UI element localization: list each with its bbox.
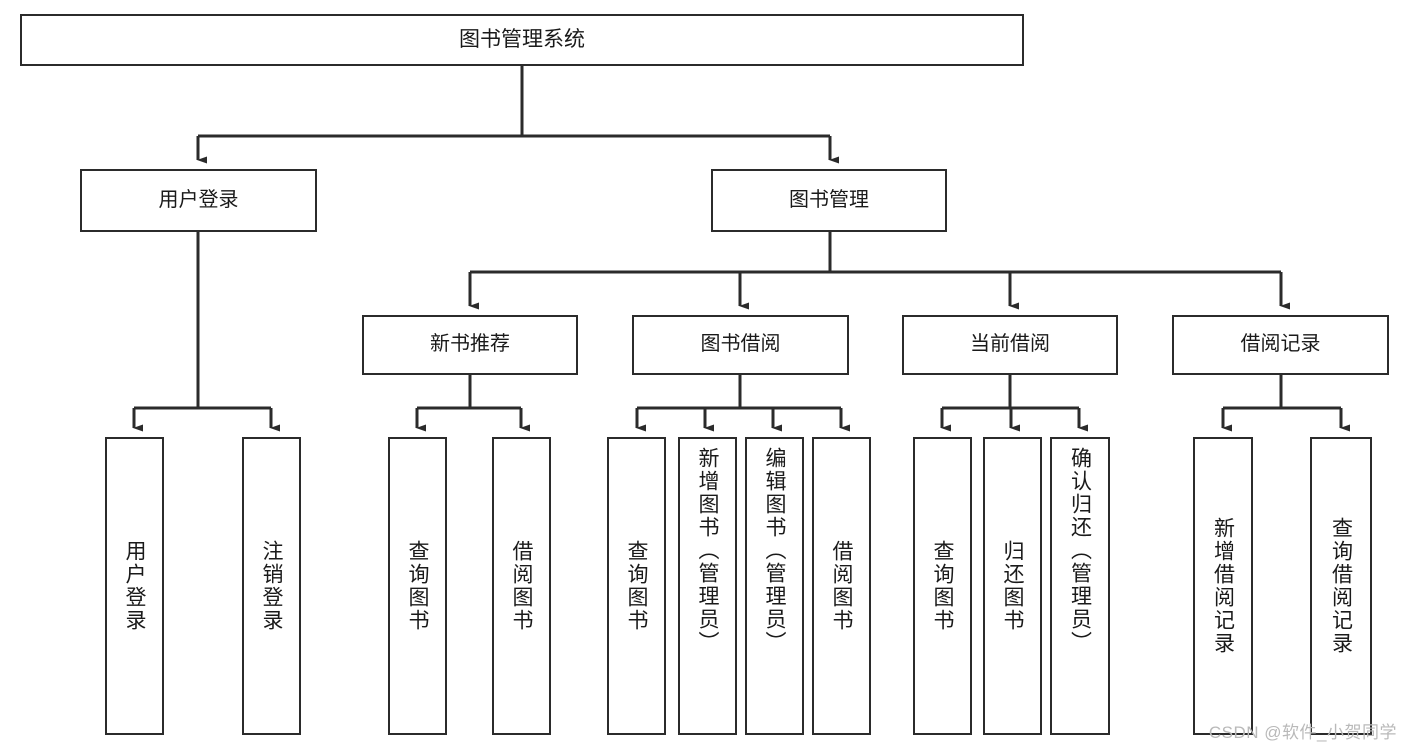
leaf-label-book-borrow-2: 编辑图书（管理员）: [763, 447, 786, 654]
leaf-label-user-login-0: 用户登录: [123, 540, 146, 632]
leaf-current-borrow-0[interactable]: 查询图书: [913, 437, 972, 735]
leaf-current-borrow-2[interactable]: 确认归还（管理员）: [1050, 437, 1110, 735]
node-book-manage[interactable]: 图书管理: [711, 169, 947, 232]
node-current-borrow[interactable]: 当前借阅: [902, 315, 1118, 375]
leaf-label-current-borrow-1: 归还图书: [1001, 540, 1024, 632]
node-user-login[interactable]: 用户登录: [80, 169, 317, 232]
node-label-book-borrow: 图书借阅: [700, 333, 781, 356]
leaf-label-book-borrow-0: 查询图书: [625, 540, 648, 632]
leaf-book-borrow-3[interactable]: 借阅图书: [812, 437, 871, 735]
node-new-book-recommend[interactable]: 新书推荐: [362, 315, 578, 375]
leaf-user-login-1[interactable]: 注销登录: [242, 437, 301, 735]
leaf-book-borrow-1[interactable]: 新增图书（管理员）: [678, 437, 737, 735]
leaf-label-new-book-1: 借阅图书: [510, 540, 533, 632]
leaf-label-new-book-0: 查询图书: [406, 540, 429, 632]
leaf-label-current-borrow-0: 查询图书: [931, 540, 954, 632]
node-borrow-record[interactable]: 借阅记录: [1172, 315, 1389, 375]
leaf-label-book-borrow-1: 新增图书（管理员）: [696, 447, 719, 654]
node-book-borrow[interactable]: 图书借阅: [632, 315, 849, 375]
node-label-book-manage: 图书管理: [789, 188, 869, 211]
node-label-current-borrow: 当前借阅: [970, 333, 1050, 356]
leaf-current-borrow-1[interactable]: 归还图书: [983, 437, 1042, 735]
leaf-borrow-record-0[interactable]: 新增借阅记录: [1193, 437, 1253, 735]
node-label-borrow-record: 借阅记录: [1240, 333, 1321, 356]
leaf-label-book-borrow-3: 借阅图书: [830, 540, 853, 632]
node-label-user-login: 用户登录: [158, 188, 239, 211]
leaf-book-borrow-0[interactable]: 查询图书: [607, 437, 666, 735]
leaf-book-borrow-2[interactable]: 编辑图书（管理员）: [745, 437, 804, 735]
leaf-label-current-borrow-2: 确认归还（管理员）: [1068, 447, 1092, 654]
leaf-label-borrow-record-0: 新增借阅记录: [1211, 517, 1235, 655]
leaf-new-book-0[interactable]: 查询图书: [388, 437, 447, 735]
node-label-new-book-recommend: 新书推荐: [430, 333, 510, 356]
leaf-new-book-1[interactable]: 借阅图书: [492, 437, 551, 735]
node-label-root: 图书管理系统: [459, 27, 585, 51]
leaf-label-user-login-1: 注销登录: [260, 540, 283, 632]
leaf-label-borrow-record-1: 查询借阅记录: [1329, 517, 1353, 655]
leaf-borrow-record-1[interactable]: 查询借阅记录: [1310, 437, 1372, 735]
leaf-user-login-0[interactable]: 用户登录: [105, 437, 164, 735]
node-root-system[interactable]: 图书管理系统: [20, 14, 1024, 66]
